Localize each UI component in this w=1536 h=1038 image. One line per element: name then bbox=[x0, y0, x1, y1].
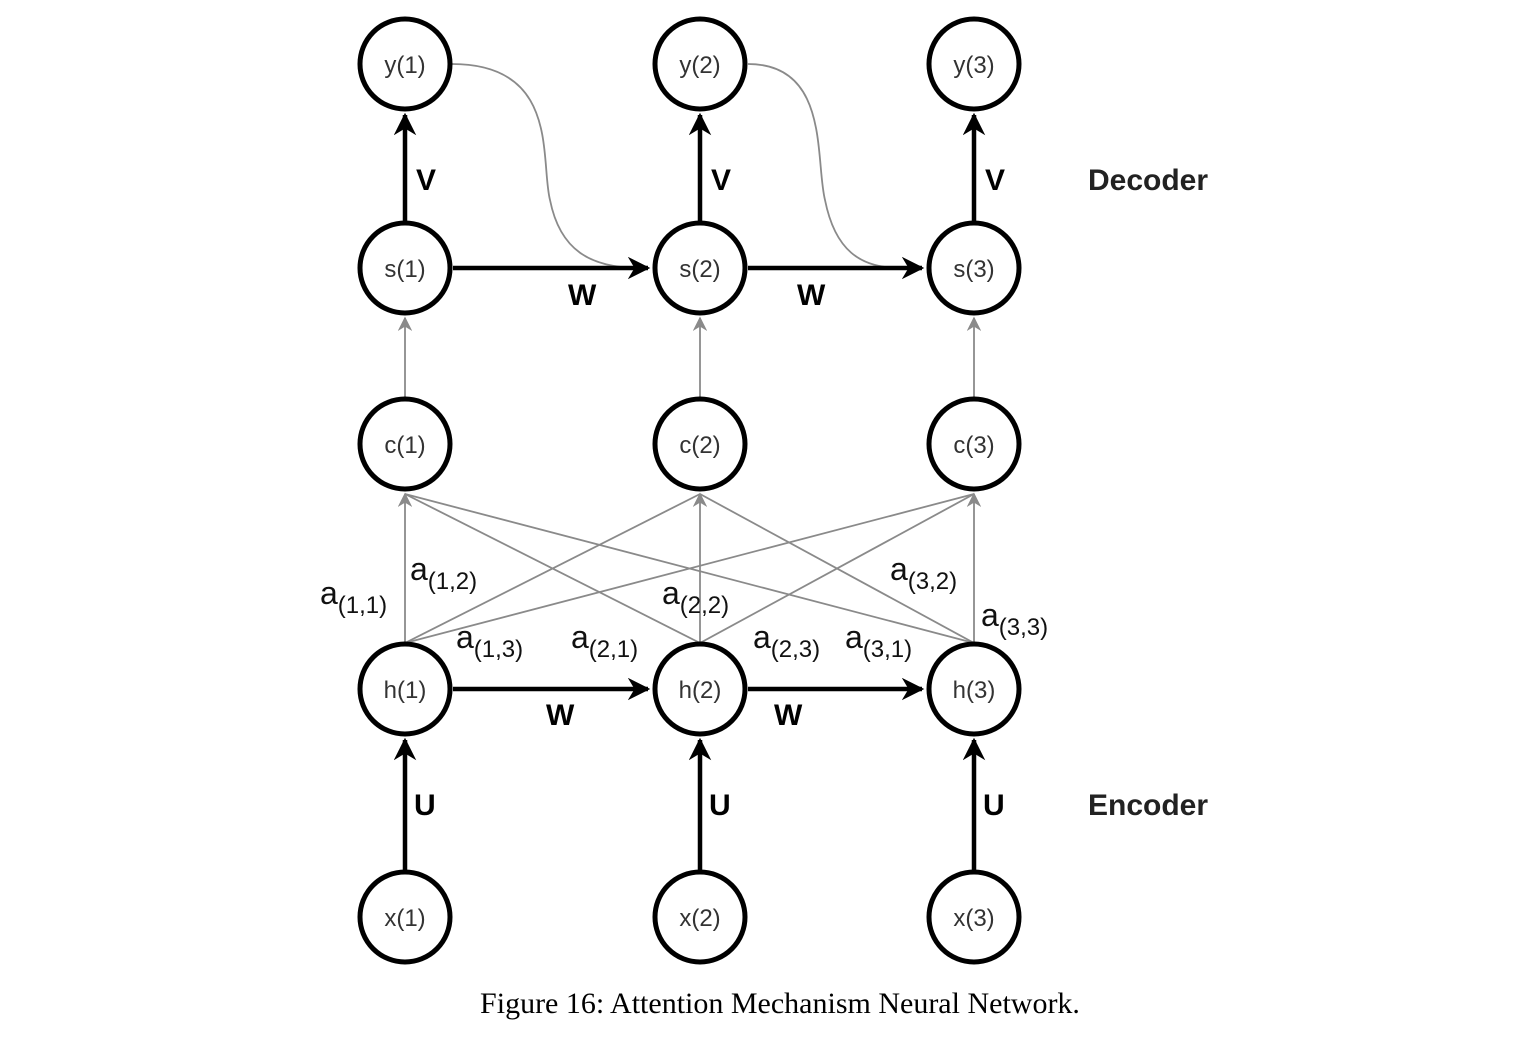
weight-label-w-s12: W bbox=[568, 279, 597, 312]
node-c2: c(2) bbox=[652, 396, 748, 492]
node-x1: x(1) bbox=[357, 869, 453, 965]
node-y1: y(1) bbox=[357, 16, 453, 112]
att-label-a11: a(1,1) bbox=[320, 575, 387, 619]
att-label-a33: a(3,3) bbox=[981, 597, 1048, 641]
node-label: y(1) bbox=[384, 52, 425, 79]
node-h2: h(2) bbox=[652, 641, 748, 737]
nodes: y(1) y(2) y(3) s(1) s(2) s(3) c(1) c(2) … bbox=[357, 16, 1022, 965]
att-label-a31: a(3,1) bbox=[845, 619, 912, 663]
node-h1: h(1) bbox=[357, 641, 453, 737]
decoder-label: Decoder bbox=[1088, 164, 1208, 197]
edge-y2-s3 bbox=[747, 63, 901, 269]
node-y2: y(2) bbox=[652, 16, 748, 112]
figure-caption: Figure 16: Attention Mechanism Neural Ne… bbox=[480, 987, 1080, 1020]
edge-h2-c1 bbox=[404, 493, 701, 644]
att-label-a22: a(2,2) bbox=[662, 575, 729, 619]
node-label: s(2) bbox=[679, 256, 720, 283]
node-label: h(2) bbox=[679, 677, 722, 704]
att-label-a12: a(1,2) bbox=[410, 551, 477, 595]
att-label-a23: a(2,3) bbox=[753, 619, 820, 663]
node-s2: s(2) bbox=[652, 220, 748, 316]
node-label: c(3) bbox=[953, 432, 994, 459]
weight-edges bbox=[393, 112, 986, 870]
node-label: x(2) bbox=[679, 905, 720, 932]
node-label: c(2) bbox=[679, 432, 720, 459]
att-label-a21: a(2,1) bbox=[571, 619, 638, 663]
node-y3: y(3) bbox=[926, 16, 1022, 112]
node-label: s(1) bbox=[384, 256, 425, 283]
edge-h3-c2 bbox=[699, 493, 975, 644]
node-label: y(3) bbox=[953, 52, 994, 79]
attention-edges bbox=[397, 492, 982, 644]
weight-label-u3: U bbox=[983, 789, 1005, 822]
node-c3: c(3) bbox=[926, 396, 1022, 492]
node-label: x(1) bbox=[384, 905, 425, 932]
node-label: y(2) bbox=[679, 52, 720, 79]
weight-label-w-h12: W bbox=[546, 699, 575, 732]
att-label-a32: a(3,2) bbox=[890, 551, 957, 595]
node-h3: h(3) bbox=[926, 641, 1022, 737]
att-label-a13: a(1,3) bbox=[456, 619, 523, 663]
node-x3: x(3) bbox=[926, 869, 1022, 965]
node-label: x(3) bbox=[953, 905, 994, 932]
encoder-label: Encoder bbox=[1088, 789, 1208, 822]
node-label: h(1) bbox=[384, 677, 427, 704]
weight-label-v3: V bbox=[985, 164, 1005, 197]
weight-label-v1: V bbox=[416, 164, 436, 197]
weight-label-w-h23: W bbox=[774, 699, 803, 732]
node-label: c(1) bbox=[384, 432, 425, 459]
weight-label-u1: U bbox=[414, 789, 436, 822]
node-x2: x(2) bbox=[652, 869, 748, 965]
attention-labels: a(1,1) a(1,2) a(1,3) a(2,1) a(2,2) a(2,3… bbox=[320, 551, 1048, 663]
node-label: h(3) bbox=[953, 677, 996, 704]
node-s3: s(3) bbox=[926, 220, 1022, 316]
weight-label-v2: V bbox=[711, 164, 731, 197]
edge-y1-s2 bbox=[451, 63, 641, 269]
node-c1: c(1) bbox=[357, 396, 453, 492]
weight-label-u2: U bbox=[709, 789, 731, 822]
weight-labels: V V V W W W W U U U bbox=[414, 164, 1005, 822]
node-s1: s(1) bbox=[357, 220, 453, 316]
weight-label-w-s23: W bbox=[797, 279, 826, 312]
edge-h3-c1 bbox=[404, 493, 975, 644]
context-edges bbox=[397, 316, 982, 397]
feedback-edges bbox=[451, 63, 901, 269]
node-label: s(3) bbox=[953, 256, 994, 283]
